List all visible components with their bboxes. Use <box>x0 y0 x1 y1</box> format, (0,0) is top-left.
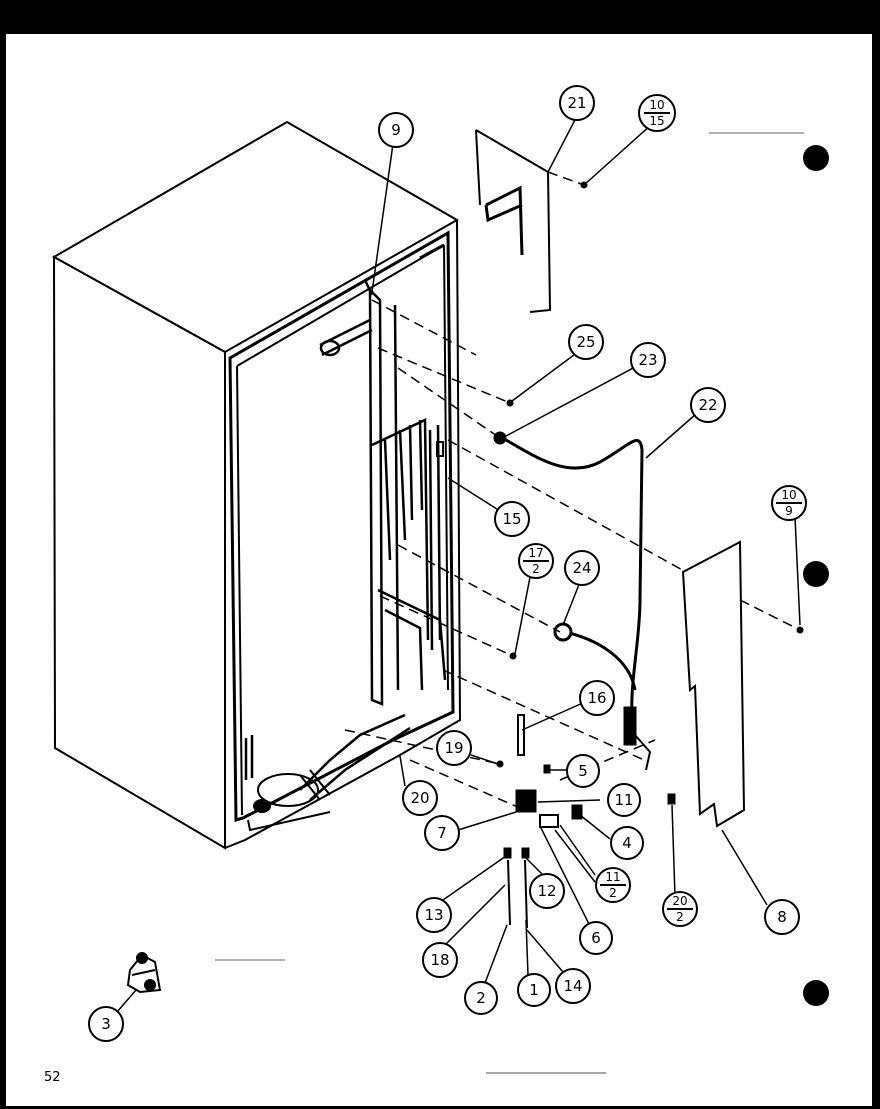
svg-text:23: 23 <box>638 351 657 369</box>
part-3-valve <box>126 952 162 994</box>
callout-12: 12 <box>529 873 565 909</box>
svg-text:1: 1 <box>529 981 539 999</box>
fraction-callouts: 10 15 10 9 17 2 11 2 20 2 <box>518 94 807 927</box>
svg-text:2: 2 <box>676 910 684 924</box>
svg-text:15: 15 <box>502 510 521 528</box>
compressor <box>247 769 331 832</box>
svg-text:4: 4 <box>622 834 632 852</box>
svg-text:11: 11 <box>605 870 620 884</box>
svg-text:2: 2 <box>532 562 540 576</box>
callout-19: 19 <box>436 730 472 766</box>
callout-18: 18 <box>422 942 458 978</box>
svg-text:10: 10 <box>649 98 664 112</box>
svg-text:16: 16 <box>587 689 606 707</box>
svg-text:2: 2 <box>476 989 486 1007</box>
callout-14: 14 <box>555 968 591 1004</box>
svg-text:24: 24 <box>572 559 591 577</box>
callout-15: 15 <box>494 501 530 537</box>
fraction-callout-11-2: 11 2 <box>595 867 631 903</box>
svg-text:11: 11 <box>614 791 633 809</box>
svg-text:21: 21 <box>567 94 586 112</box>
binder-hole <box>803 980 829 1006</box>
part-8-panel <box>681 540 746 828</box>
callout-3: 3 <box>88 1006 124 1042</box>
scan-marks <box>215 132 804 1074</box>
svg-text:15: 15 <box>649 114 664 128</box>
binder-hole <box>803 145 829 171</box>
callouts: 21 9 25 23 22 15 24 16 19 5 11 20 7 4 13… <box>88 85 800 1042</box>
svg-text:9: 9 <box>785 504 793 518</box>
leader-lines <box>116 115 801 1013</box>
svg-text:5: 5 <box>578 762 588 780</box>
svg-text:19: 19 <box>444 739 463 757</box>
callout-7: 7 <box>424 815 460 851</box>
svg-text:18: 18 <box>430 951 449 969</box>
callout-5: 5 <box>566 754 600 788</box>
fraction-callout-20-2: 20 2 <box>662 891 698 927</box>
callout-6: 6 <box>579 921 613 955</box>
callout-23: 23 <box>630 342 666 378</box>
callout-11: 11 <box>607 783 641 817</box>
assembly-lines <box>344 171 801 809</box>
callout-2: 2 <box>464 981 498 1015</box>
fraction-callout-10-15: 10 15 <box>638 94 676 132</box>
svg-text:12: 12 <box>537 882 556 900</box>
condenser-coil <box>244 279 447 801</box>
part-22-power-cord <box>505 438 652 771</box>
svg-text:20: 20 <box>410 789 429 807</box>
page-number: 52 <box>44 1070 61 1085</box>
refrigerator-cabinet <box>51 120 462 850</box>
hardware-parts <box>436 181 804 929</box>
svg-text:3: 3 <box>101 1015 111 1033</box>
callout-13: 13 <box>416 897 452 933</box>
svg-text:13: 13 <box>424 906 443 924</box>
fraction-callout-10-9: 10 9 <box>771 485 807 521</box>
svg-text:7: 7 <box>437 824 447 842</box>
callout-4: 4 <box>610 826 644 860</box>
fraction-callout-17-2: 17 2 <box>518 543 554 579</box>
callout-22: 22 <box>690 387 726 423</box>
callout-24: 24 <box>564 550 600 586</box>
callout-20: 20 <box>402 780 438 816</box>
svg-text:10: 10 <box>781 488 796 502</box>
callout-1: 1 <box>517 973 551 1007</box>
svg-text:17: 17 <box>528 546 543 560</box>
svg-text:8: 8 <box>777 908 787 926</box>
svg-text:25: 25 <box>576 333 595 351</box>
top-edge-margin <box>0 0 880 34</box>
callout-8: 8 <box>764 899 800 935</box>
svg-text:22: 22 <box>698 396 717 414</box>
svg-text:6: 6 <box>591 929 601 947</box>
binder-hole <box>803 561 829 587</box>
callout-21: 21 <box>559 85 595 121</box>
svg-text:20: 20 <box>672 894 687 908</box>
callout-9: 9 <box>378 112 414 148</box>
callout-16: 16 <box>579 680 615 716</box>
part-21-bracket <box>475 129 552 313</box>
svg-text:2: 2 <box>609 886 617 900</box>
callout-25: 25 <box>568 324 604 360</box>
svg-text:14: 14 <box>563 977 582 995</box>
svg-text:9: 9 <box>391 121 401 139</box>
